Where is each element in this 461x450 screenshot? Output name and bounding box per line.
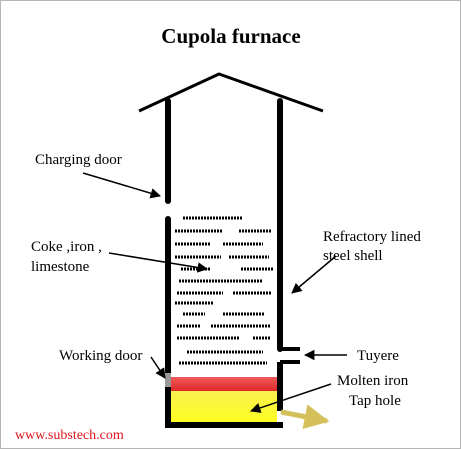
coke-arrow [108, 252, 209, 273]
working-door-arrow [150, 356, 166, 379]
hood-roof [138, 72, 324, 113]
charge-layers [175, 216, 273, 365]
refractory-label-line2: steel shell [323, 248, 383, 264]
coke-label-line2: limestone [31, 259, 90, 275]
tuyere-label: Tuyere [357, 348, 399, 364]
tap-hole-flow [280, 404, 330, 429]
molten-iron-label: Molten iron [337, 373, 409, 389]
working-door-label: Working door [59, 348, 142, 364]
refractory-arrow [291, 255, 337, 294]
tap-hole-label: Tap hole [349, 393, 401, 409]
charging-door-label: Charging door [35, 152, 122, 168]
diagram-title: Cupola furnace [161, 24, 300, 48]
charging-door-arrow [82, 172, 162, 199]
molten-iron-yellow-layer [171, 391, 277, 422]
watermark-text: www.substech.com [15, 428, 124, 443]
molten-iron-red-layer [171, 377, 277, 391]
refractory-label-line1: Refractory lined [323, 229, 421, 245]
coke-label-line1: Coke ,iron , [31, 239, 102, 255]
molten-iron-arrow [250, 383, 332, 413]
